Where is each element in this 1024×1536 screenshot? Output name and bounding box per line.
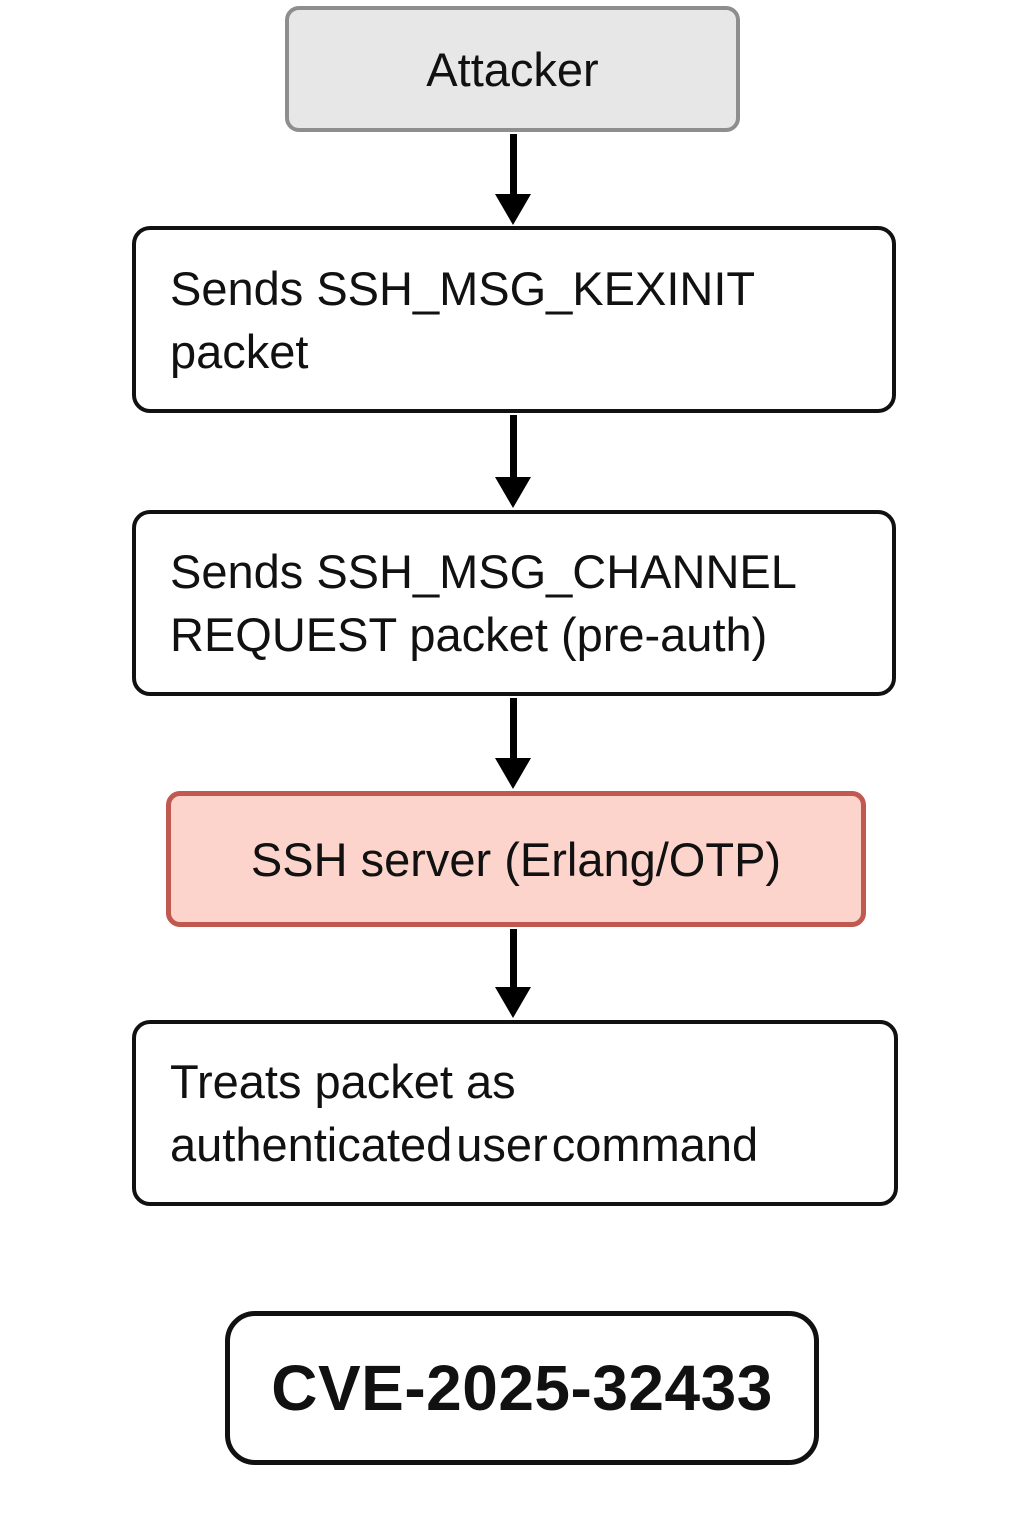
arrow-kexinit-to-channel-request — [495, 415, 531, 508]
node-kexinit-packet: Sends SSH_MSG_KEXINIT packet — [132, 226, 896, 413]
node-channel-request-packet: Sends SSH_MSG_CHANNEL REQUEST packet (pr… — [132, 510, 896, 696]
node-cve-label: CVE-2025-32433 — [271, 1351, 773, 1424]
node-channel-request-line-2: REQUEST packet (pre-auth) — [170, 608, 768, 661]
arrow-stem — [509, 415, 517, 477]
node-attacker: Attacker — [285, 6, 740, 132]
node-kexinit-line-2: packet — [170, 324, 309, 378]
arrow-stem — [509, 698, 517, 758]
node-channel-request-line-1: Sends SSH_MSG_CHANNEL — [170, 545, 797, 598]
arrow-server-to-treats — [495, 929, 531, 1018]
arrow-attacker-to-kexinit — [495, 134, 531, 225]
arrow-stem — [509, 929, 517, 987]
node-treats-packet: Treats packet as authenticated user comm… — [132, 1020, 898, 1206]
arrow-channel-request-to-server — [495, 698, 531, 789]
node-attacker-label: Attacker — [426, 42, 599, 96]
arrow-head-icon — [495, 477, 531, 508]
arrow-head-icon — [495, 758, 531, 789]
node-cve-id: CVE-2025-32433 — [225, 1311, 819, 1465]
arrow-head-icon — [495, 194, 531, 225]
node-kexinit-line-1: Sends SSH_MSG_KEXINIT — [170, 261, 756, 315]
node-treats-line-2: authenticated user command — [170, 1118, 759, 1171]
arrow-head-icon — [495, 987, 531, 1018]
node-ssh-server-label: SSH server (Erlang/OTP) — [250, 832, 782, 886]
arrow-stem — [509, 134, 517, 194]
node-ssh-server: SSH server (Erlang/OTP) — [166, 791, 866, 927]
node-treats-line-1: Treats packet as — [170, 1055, 516, 1108]
